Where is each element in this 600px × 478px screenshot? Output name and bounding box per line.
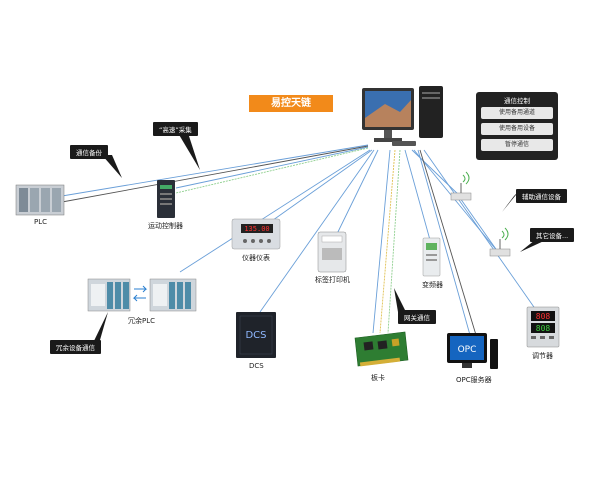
page-title: 易控天链 (249, 95, 333, 112)
wifi-router-icon (450, 171, 472, 201)
label-meter: 仪器仪表 (242, 254, 270, 262)
regulator-top-value: 808 (536, 312, 551, 321)
tag-backup: 通信备份 (70, 145, 108, 159)
plc-icon (15, 184, 65, 216)
wifi-router-icon (489, 227, 511, 257)
label-plc: PLC (34, 218, 48, 226)
tag-fast-acquisition: “高速”采集 (153, 122, 198, 136)
pause-communication-button[interactable]: 暂停通信 (481, 139, 553, 151)
central-computer-icon (362, 86, 443, 146)
tag-gateway-comm: 网关通信 (398, 310, 436, 324)
opc-screen-label: OPC (458, 345, 477, 355)
printer-icon (317, 231, 347, 273)
meter-icon (231, 218, 281, 250)
tag-aux-comm-device: 辅助通信设备 (516, 189, 567, 203)
meter-value: 135.00 (244, 225, 269, 233)
dcs-icon (236, 312, 276, 358)
comm-control-title: 通信控制 (504, 97, 530, 105)
redundant-plc-icon (87, 278, 197, 312)
use-backup-device-button[interactable]: 使用备用设备 (481, 123, 553, 135)
label-vfd: 变频器 (422, 281, 443, 289)
tag-pointers (92, 133, 546, 345)
label-printer: 标签打印机 (315, 276, 350, 284)
use-backup-channel-button[interactable]: 使用备用通道 (481, 107, 553, 119)
label-motion-controller: 运动控制器 (148, 222, 183, 230)
tag-other-devices: 其它设备... (530, 228, 575, 242)
label-opc-server: OPC服务器 (456, 376, 492, 384)
label-regulator: 调节器 (532, 352, 553, 360)
regulator-icon (526, 306, 560, 348)
comm-control-panel: 通信控制 使用备用通道 使用备用设备 暂停通信 (476, 92, 558, 160)
label-card: 板卡 (371, 374, 385, 382)
label-dcs: DCS (249, 362, 264, 370)
opc-server-icon (447, 333, 498, 369)
interface-card-icon (354, 331, 409, 367)
tag-redundant-comm: 冗余设备通信 (50, 340, 101, 354)
connection-lines (61, 144, 537, 336)
label-redundant-plc: 冗余PLC (128, 317, 156, 325)
motion-controller-icon (157, 180, 175, 218)
regulator-bottom-value: 808 (536, 324, 551, 333)
vfd-icon (422, 237, 441, 277)
dcs-screen-label: DCS (245, 330, 266, 341)
